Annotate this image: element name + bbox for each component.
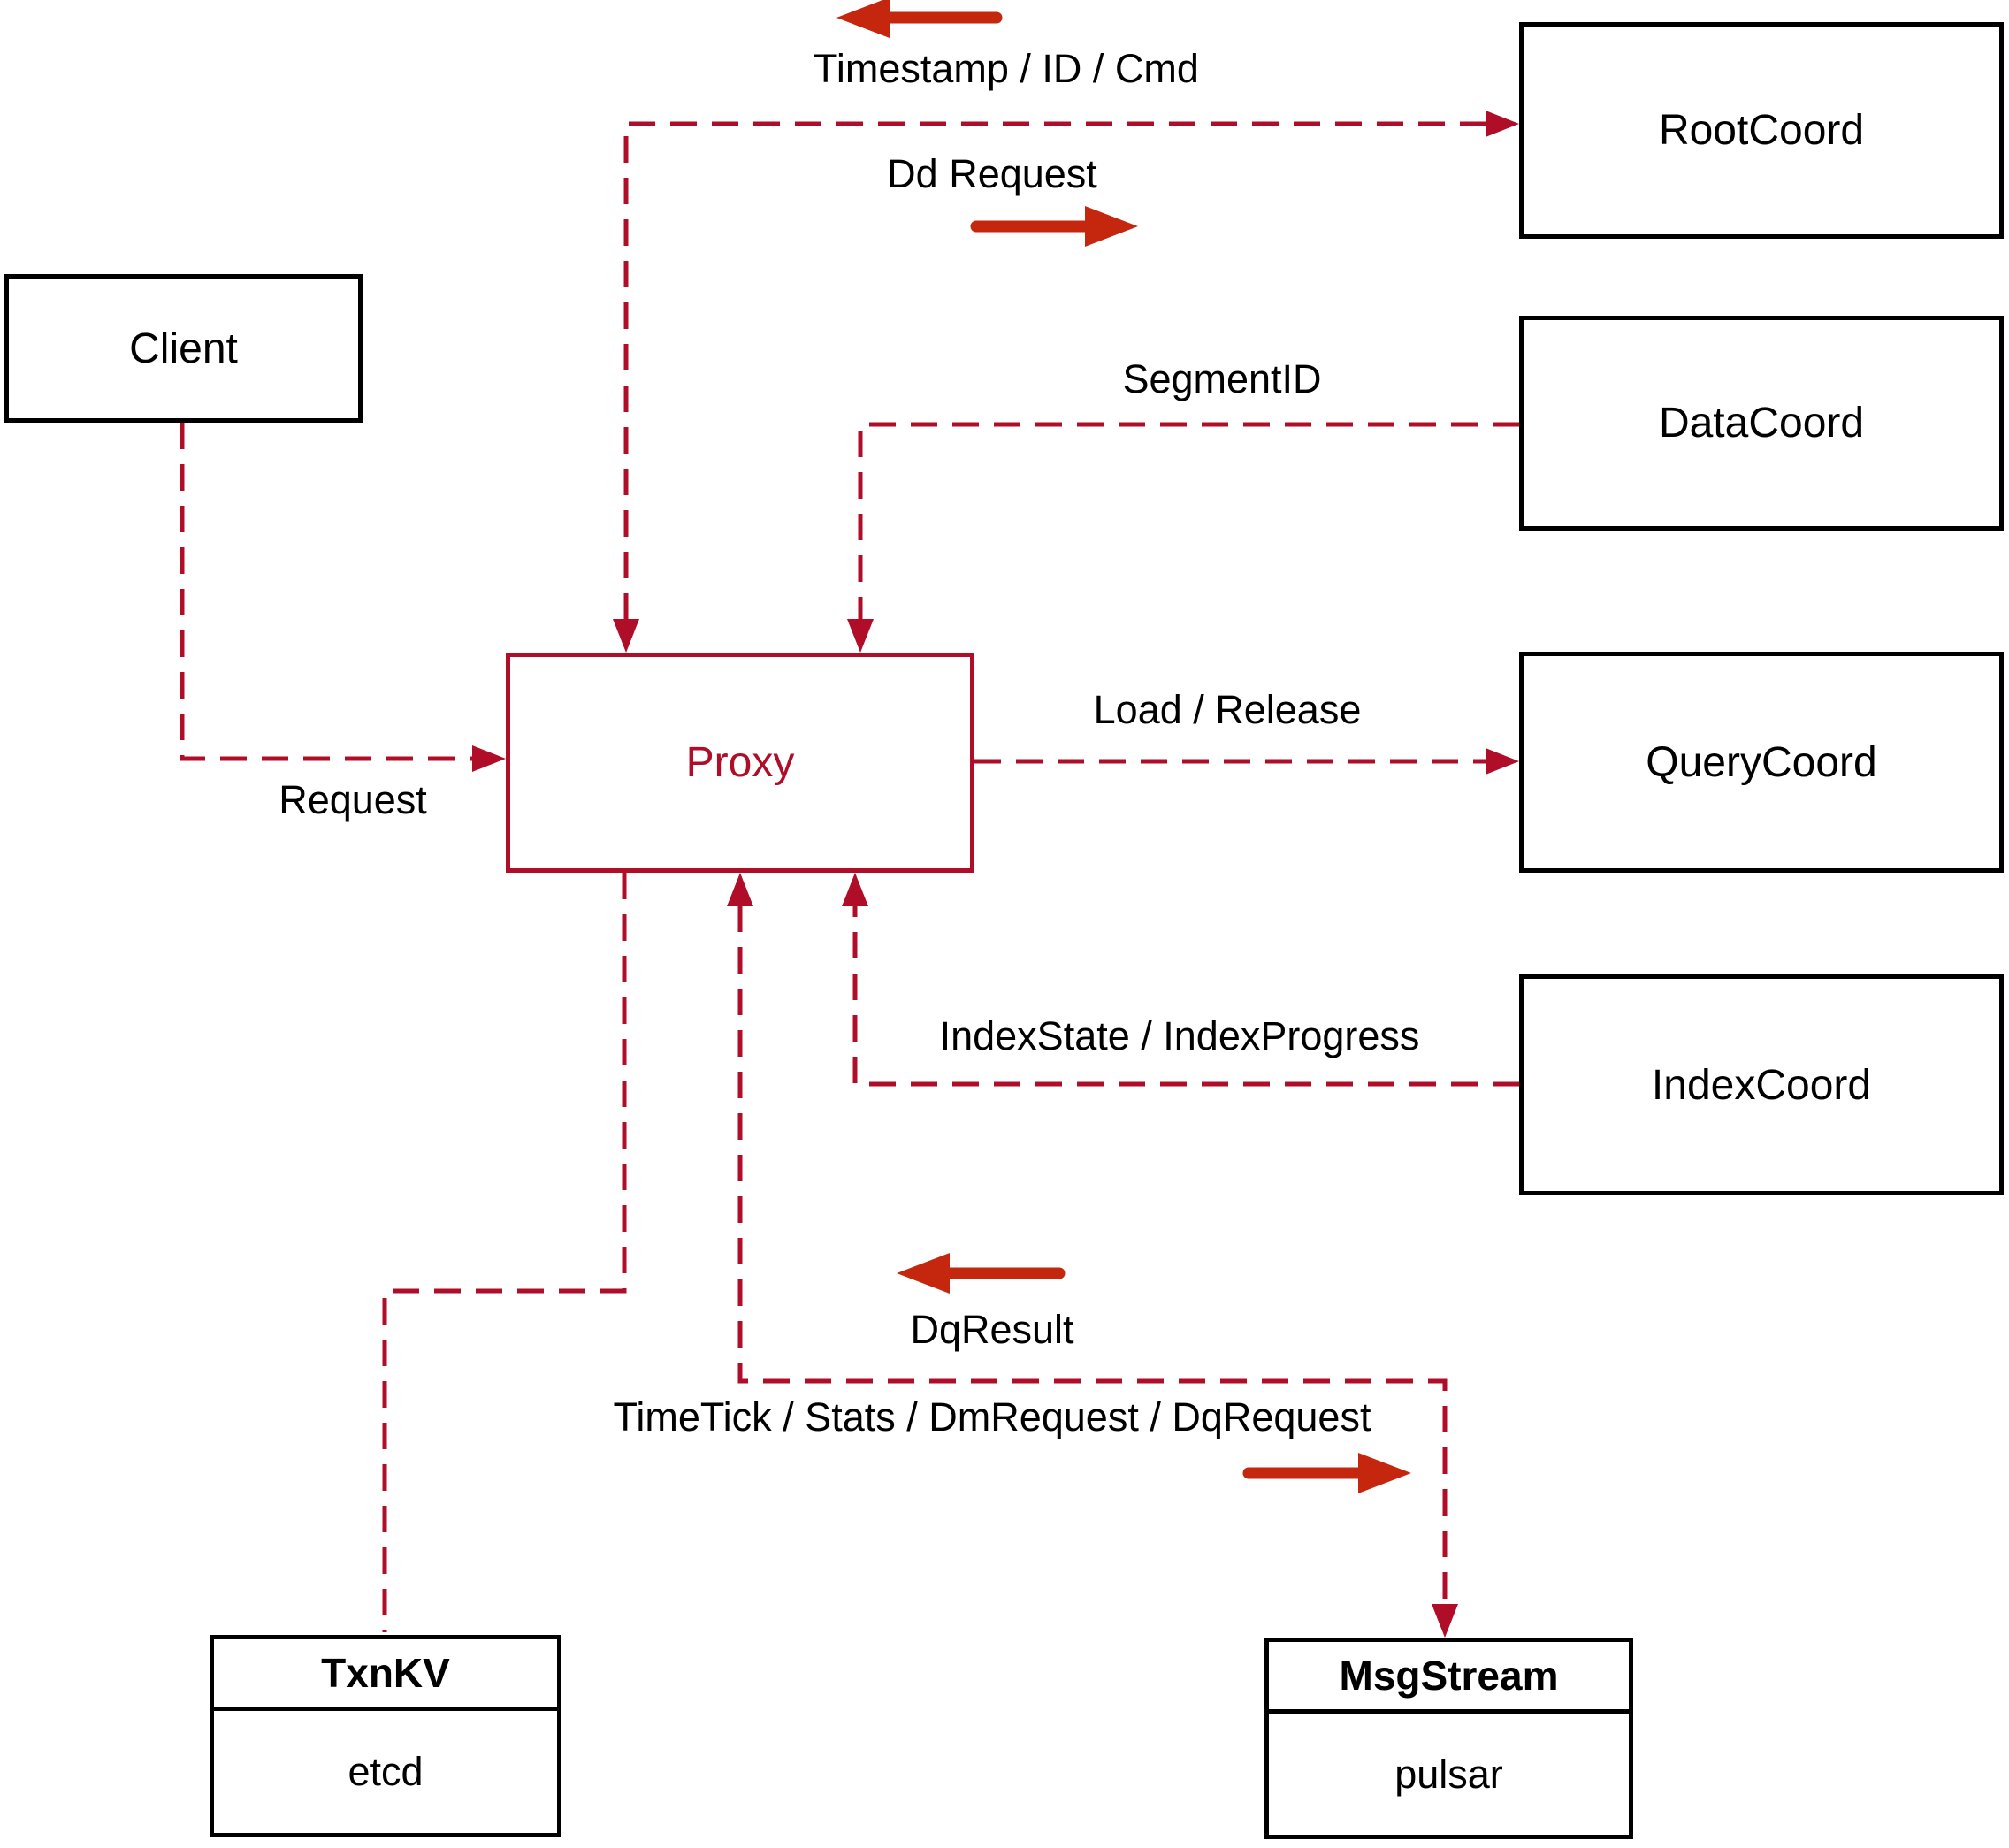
edge-proxy-txnkv <box>382 873 627 1632</box>
arrowhead-into-proxy-bottom-right <box>842 873 868 906</box>
edge-datacoord-proxy <box>858 422 1519 620</box>
arrowhead-into-querycoord <box>1486 748 1519 775</box>
edge-label-dq-result: DqResult <box>910 1307 1074 1353</box>
node-datacoord: DataCoord <box>1519 316 2004 531</box>
node-rootcoord: RootCoord <box>1519 22 2004 239</box>
direction-arrow-timetick-right <box>1242 1453 1411 1493</box>
direction-arrow-timestamp-left <box>836 0 1003 38</box>
edge-label-index-state: IndexState / IndexProgress <box>939 1013 1420 1059</box>
edge-label-segment-id: SegmentID <box>1122 356 1322 402</box>
edge-client-proxy <box>180 423 473 761</box>
node-indexcoord: IndexCoord <box>1519 974 2004 1195</box>
node-msgstream-impl: pulsar <box>1394 1751 1503 1797</box>
edge-proxy-rootcoord <box>623 121 1486 620</box>
node-msgstream: MsgStream pulsar <box>1264 1638 1633 1839</box>
edge-label-load-release: Load / Release <box>1093 687 1362 733</box>
arrowhead-into-rootcoord <box>1486 111 1519 137</box>
edge-label-timetick: TimeTick / Stats / DmRequest / DqRequest <box>613 1394 1371 1440</box>
arrowhead-into-proxy-top-left <box>613 619 639 653</box>
direction-arrow-dd-request-right <box>970 206 1138 247</box>
node-datacoord-label: DataCoord <box>1658 400 1865 447</box>
arrowhead-into-msgstream <box>1432 1604 1458 1638</box>
arrowhead-into-proxy-top-right <box>847 619 874 653</box>
node-txnkv-title: TxnKV <box>214 1639 557 1711</box>
edge-label-request: Request <box>279 777 427 823</box>
node-querycoord: QueryCoord <box>1519 652 2004 873</box>
node-querycoord-label: QueryCoord <box>1646 738 1877 786</box>
node-txnkv: TxnKV etcd <box>210 1635 561 1837</box>
node-client: Client <box>4 274 363 423</box>
node-proxy-label: Proxy <box>685 739 795 786</box>
node-txnkv-impl: etcd <box>348 1749 424 1794</box>
edge-label-dd-request: Dd Request <box>887 151 1097 197</box>
arrowhead-into-proxy-bottom-left <box>727 873 753 906</box>
edge-proxy-msgstream <box>737 905 1448 1605</box>
node-indexcoord-label: IndexCoord <box>1651 1061 1872 1109</box>
node-rootcoord-label: RootCoord <box>1658 107 1865 154</box>
edge-label-timestamp: Timestamp / ID / Cmd <box>814 46 1199 92</box>
edge-indexcoord-proxy <box>852 905 1519 1087</box>
direction-arrow-dqresult-left <box>897 1253 1066 1294</box>
node-proxy: Proxy <box>506 653 974 873</box>
node-client-label: Client <box>129 325 238 372</box>
arrowhead-into-proxy-left <box>472 745 506 772</box>
node-msgstream-title: MsgStream <box>1269 1642 1629 1714</box>
